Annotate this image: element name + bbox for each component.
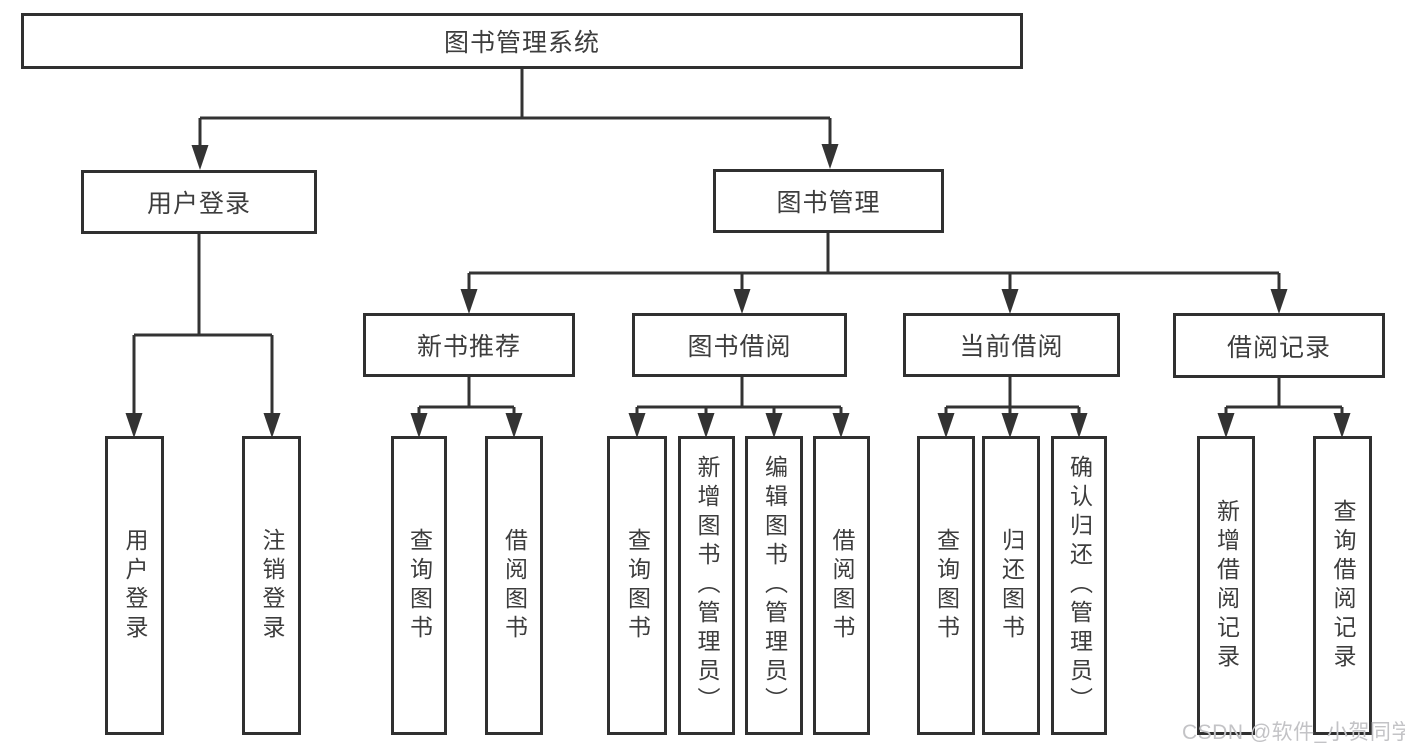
arrow-down-icon [937, 413, 955, 438]
arrow-down-icon [410, 413, 428, 438]
arrow-down-icon [191, 145, 209, 170]
arrow-down-icon [733, 289, 751, 314]
node-leaf-user-login: 用户登录 [105, 436, 164, 735]
node-leaf-return-books: 归还图书 [982, 436, 1040, 735]
arrow-down-icon [1270, 289, 1288, 314]
node-leaf-borrow-books-2: 借阅图书 [813, 436, 870, 735]
arrow-down-icon [1070, 413, 1088, 438]
node-new-book-recommend: 新书推荐 [363, 313, 575, 377]
node-label: 查询借阅记录 [1330, 498, 1356, 673]
node-leaf-query-books-3: 查询图书 [917, 436, 975, 735]
node-leaf-logout: 注销登录 [242, 436, 301, 735]
arrow-down-icon [1001, 289, 1019, 314]
arrow-down-icon [125, 413, 143, 438]
node-current-borrow: 当前借阅 [903, 313, 1120, 377]
connector-current-borrow-group [944, 377, 1081, 418]
node-leaf-edit-books-admin: 编辑图书（管理员） [745, 436, 803, 735]
connector-new-book-group [417, 377, 516, 418]
arrow-down-icon [460, 289, 478, 314]
node-leaf-query-books-1: 查询图书 [391, 436, 447, 735]
arrow-down-icon [832, 413, 850, 438]
node-leaf-borrow-books-1: 借阅图书 [485, 436, 543, 735]
node-label: 新书推荐 [416, 333, 521, 361]
node-label: 编辑图书（管理员） [761, 455, 788, 716]
node-label: 查询图书 [406, 527, 433, 644]
node-borrow-records: 借阅记录 [1173, 313, 1385, 378]
node-leaf-query-borrow-record: 查询借阅记录 [1313, 436, 1372, 735]
connector-book-management-group [467, 233, 1281, 294]
node-label: 查询图书 [624, 527, 651, 644]
node-label: 图书管理 [776, 189, 881, 217]
node-book-management: 图书管理 [713, 169, 944, 233]
node-label: 图书管理系统 [443, 29, 600, 57]
arrow-down-icon [505, 413, 523, 438]
node-book-borrow: 图书借阅 [632, 313, 847, 377]
arrowheads [125, 144, 1351, 438]
node-label: 新增图书（管理员） [694, 455, 720, 716]
node-label: 归还图书 [998, 527, 1025, 644]
node-label: 借阅图书 [501, 527, 528, 644]
node-label: 注销登录 [259, 527, 285, 644]
arrow-down-icon [1217, 413, 1235, 438]
node-user-login: 用户登录 [81, 170, 317, 234]
node-library-management-system: 图书管理系统 [21, 13, 1023, 69]
watermark: CSDN @软件_小贺同学 [1182, 721, 1405, 744]
connector-root-to-level2 [198, 69, 832, 150]
node-label: 当前借阅 [959, 333, 1064, 361]
node-label: 用户登录 [122, 527, 148, 644]
node-leaf-query-books-2: 查询图书 [607, 436, 667, 735]
arrow-down-icon [263, 413, 281, 438]
arrow-down-icon [697, 413, 715, 438]
node-label: 图书借阅 [687, 333, 792, 361]
node-label: 查询图书 [933, 527, 960, 644]
node-leaf-confirm-return-admin: 确认归还（管理员） [1051, 436, 1107, 735]
node-label: 借阅记录 [1226, 333, 1331, 362]
node-label: 确认归还（管理员） [1066, 455, 1093, 716]
node-label: 借阅图书 [829, 527, 855, 644]
node-label: 新增借阅记录 [1213, 498, 1240, 673]
arrow-down-icon [628, 413, 646, 438]
arrow-down-icon [1333, 413, 1351, 438]
arrow-down-icon [1001, 413, 1019, 438]
connector-borrow-record-group [1224, 378, 1344, 418]
node-leaf-add-books-admin: 新增图书（管理员） [678, 436, 735, 735]
connector-book-borrow-group [635, 377, 843, 418]
arrow-down-icon [765, 413, 783, 438]
connector-user-login-group [132, 234, 274, 418]
node-leaf-add-borrow-record: 新增借阅记录 [1197, 436, 1255, 735]
node-label: 用户登录 [146, 190, 251, 218]
arrow-down-icon [821, 144, 839, 169]
